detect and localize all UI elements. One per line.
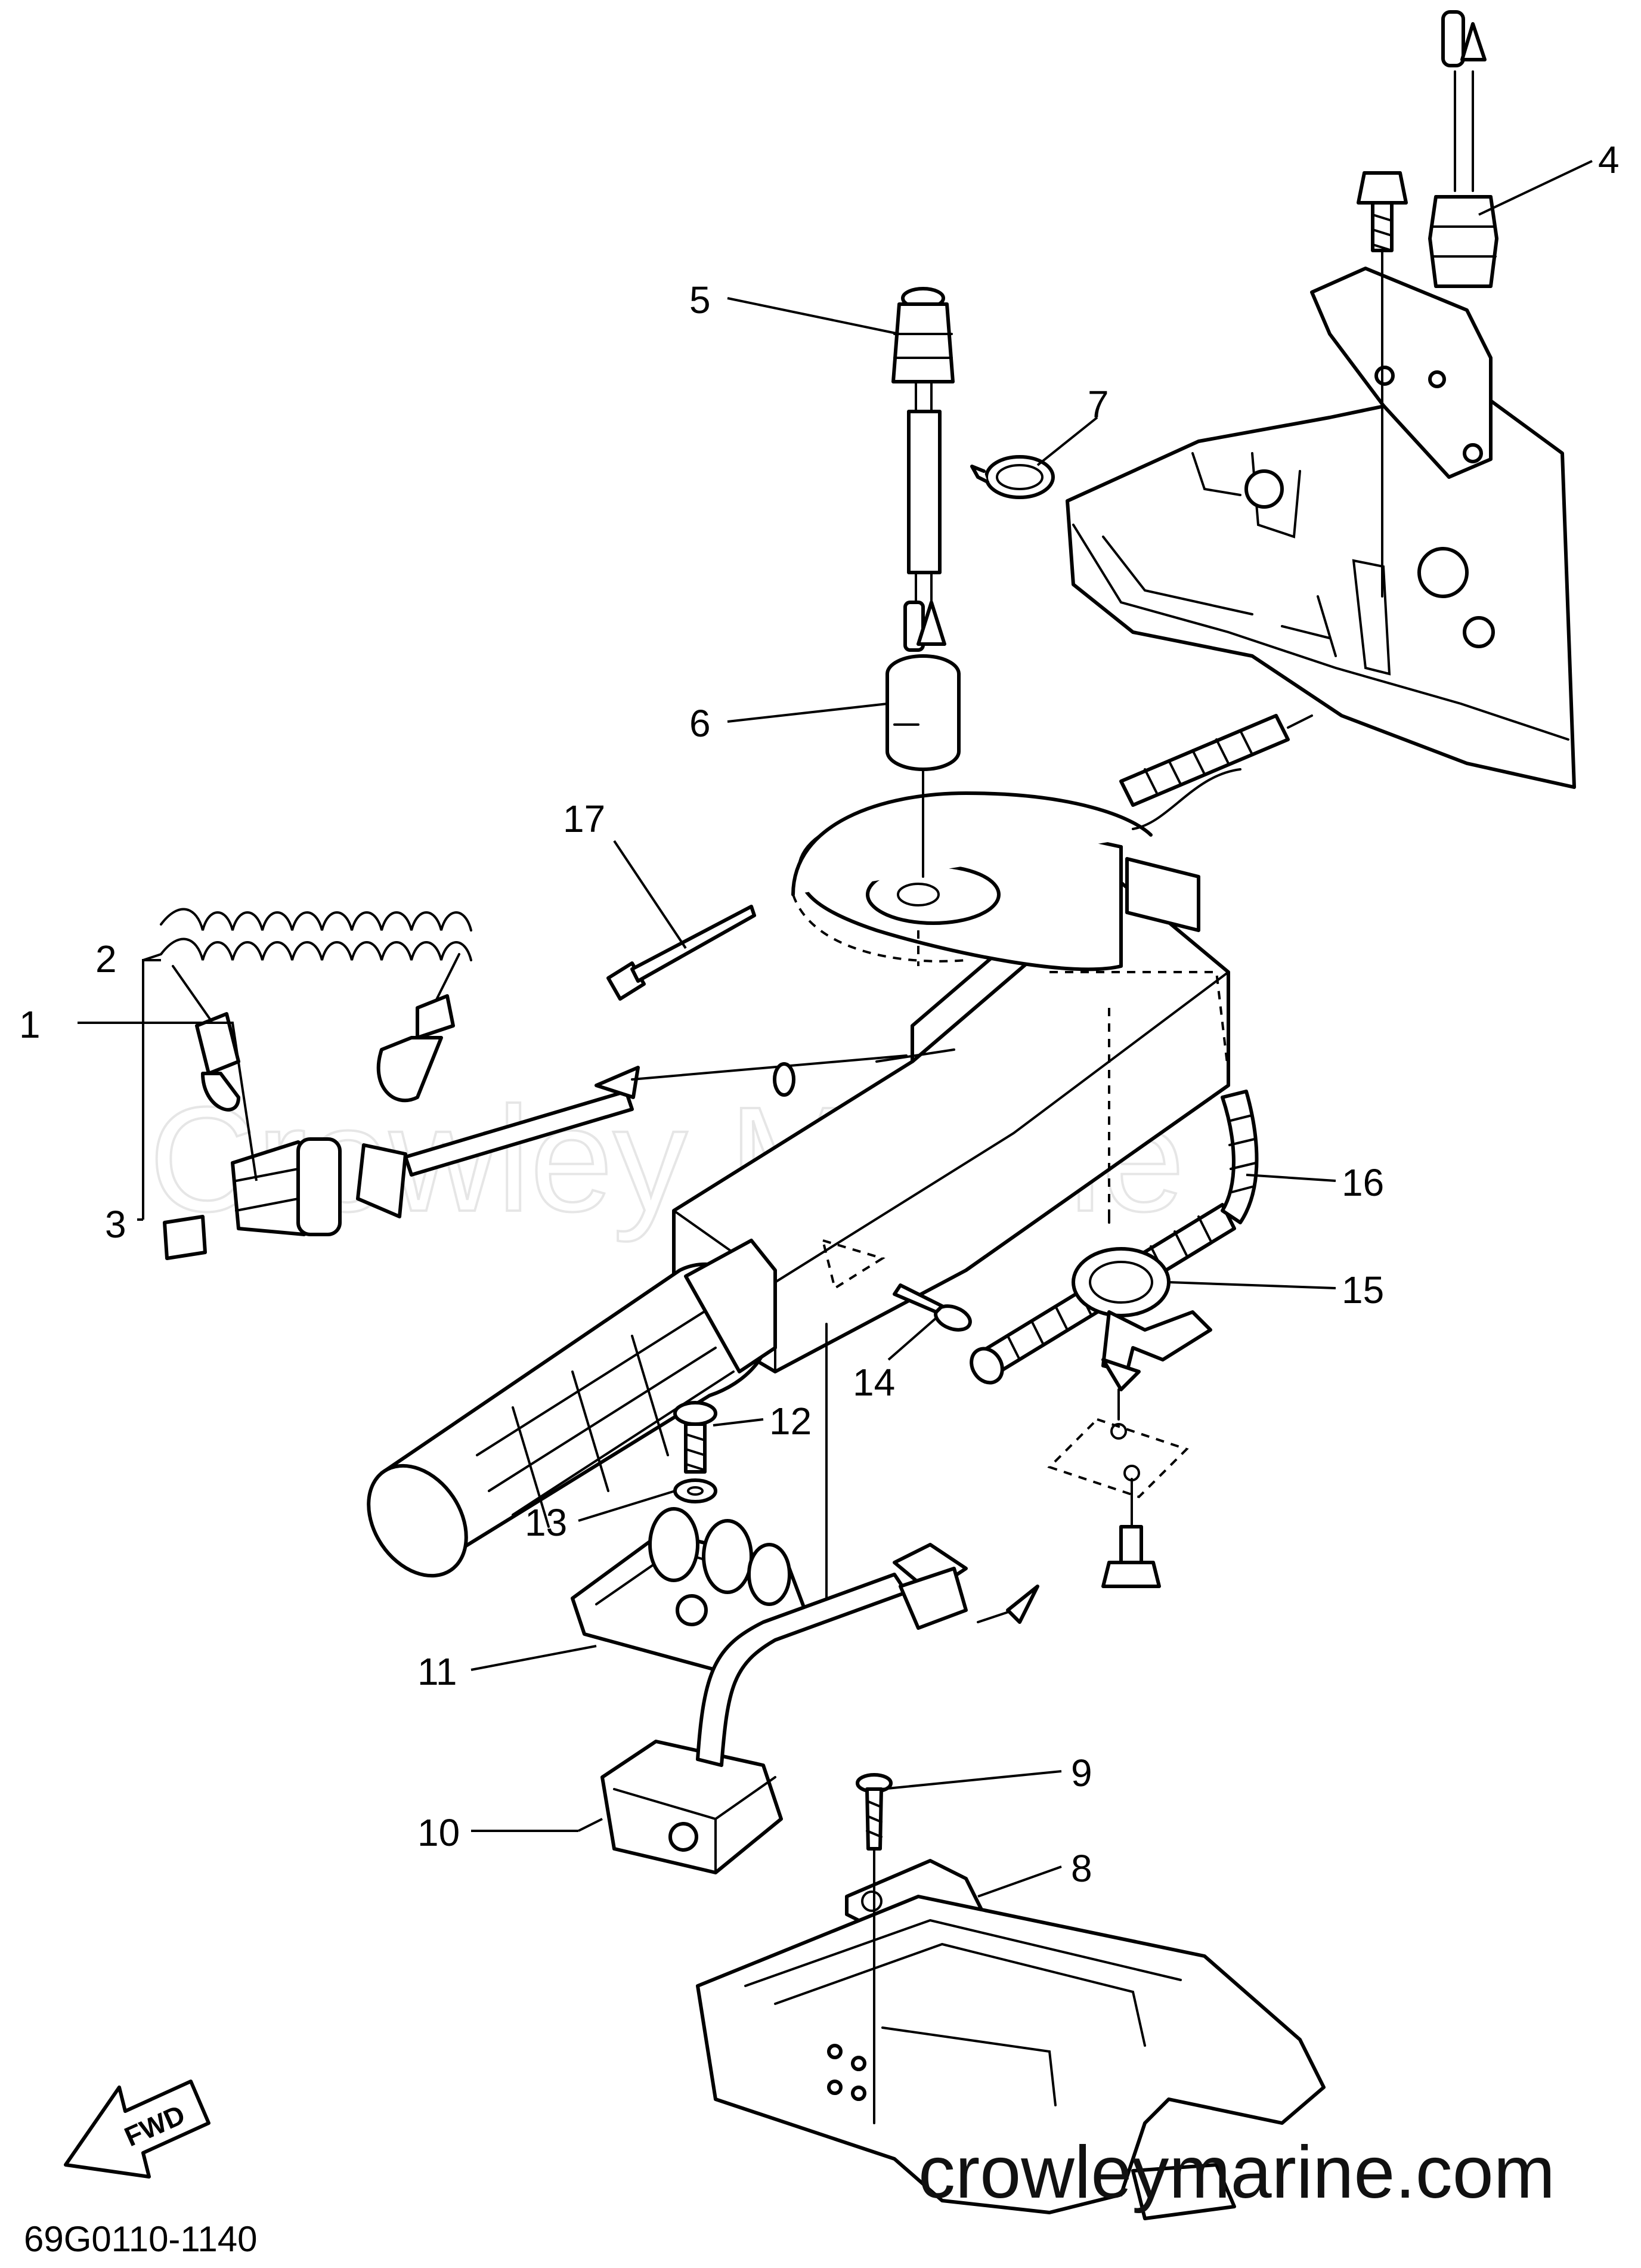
callout-17: 17: [563, 797, 605, 840]
callout-13: 13: [525, 1501, 567, 1544]
bottom-cowling: [1066, 386, 1576, 789]
callout-4: 4: [1598, 138, 1620, 181]
twist-grip: [367, 1239, 777, 1578]
callout-8: 8: [1071, 1847, 1092, 1890]
part-2-lanyard: [160, 908, 472, 1112]
part-12-screw: [673, 1401, 717, 1474]
callout-9: 9: [1071, 1752, 1092, 1794]
diagram-code: 69G0110-1140: [24, 2219, 257, 2259]
part-10-cdi-unit: [600, 1543, 1039, 1874]
callout-2: 2: [95, 937, 117, 980]
assembly-lines: [825, 249, 1383, 1599]
hidden-lines: [821, 930, 1230, 1291]
callout-10: 10: [417, 1811, 460, 1854]
part-14-screw: [893, 1283, 972, 1332]
part-15-clamp: [1072, 1247, 1212, 1391]
part-4-switch: [1428, 10, 1498, 288]
callout-1: 1: [19, 1003, 41, 1046]
callout-15: 15: [1342, 1268, 1384, 1311]
callout-5: 5: [689, 279, 711, 321]
callout-16: 16: [1342, 1161, 1384, 1204]
swivel-plate: [791, 768, 1241, 963]
fwd-arrow: FWD: [64, 2080, 210, 2179]
site-url: crowleymarine.com: [918, 2131, 1555, 2214]
part-13-washer: [673, 1478, 717, 1503]
callout-3: 3: [105, 1203, 126, 1246]
part-11-rectifier-bracket: [571, 1507, 807, 1672]
callout-14: 14: [853, 1361, 895, 1404]
part-3-cap: [163, 1215, 207, 1260]
switch-bracket: [1310, 267, 1493, 479]
swivel-bracket: [696, 1848, 1326, 2220]
leader-lines: [78, 160, 1593, 1898]
clamp-plate: [1047, 1388, 1189, 1588]
callout-6: 6: [689, 702, 711, 745]
tube-segment: [1119, 714, 1313, 807]
callout-labels: 1 2 3 4 5 6 7 8 9 10 11 12 13 14 15 16 1…: [19, 138, 1620, 1890]
callout-7: 7: [1088, 383, 1109, 426]
bracket-bolt: [1357, 171, 1408, 252]
part-6-grommet: [885, 654, 961, 771]
part-17-cable-tie: [606, 905, 756, 1001]
part-7-clamp: [970, 455, 1055, 499]
callout-11: 11: [417, 1650, 457, 1693]
callout-12: 12: [769, 1400, 812, 1443]
part-9-screw: [856, 1773, 893, 1851]
part-5-switch: [891, 287, 955, 652]
part-1-stop-switch: [231, 1054, 908, 1236]
